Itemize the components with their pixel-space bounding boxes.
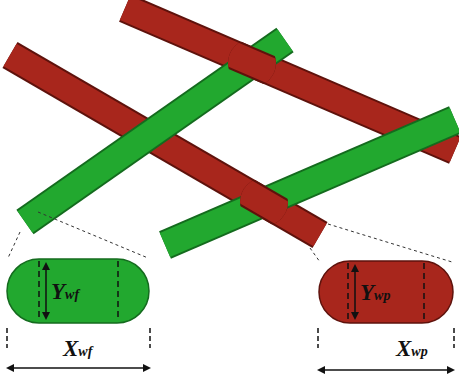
warp-cross-section: Ywp [318, 260, 454, 324]
weft-cross-section: Ywf [6, 258, 150, 324]
height-symbol: Ywf [51, 280, 79, 303]
warp-over-crossings [10, 8, 455, 235]
leader-lines [8, 212, 452, 262]
warp-width-label: Xwp [396, 337, 428, 360]
width-dimensions [6, 328, 455, 374]
weft-width-label: Xwf [63, 337, 92, 360]
height-symbol: Ywp [360, 281, 390, 304]
